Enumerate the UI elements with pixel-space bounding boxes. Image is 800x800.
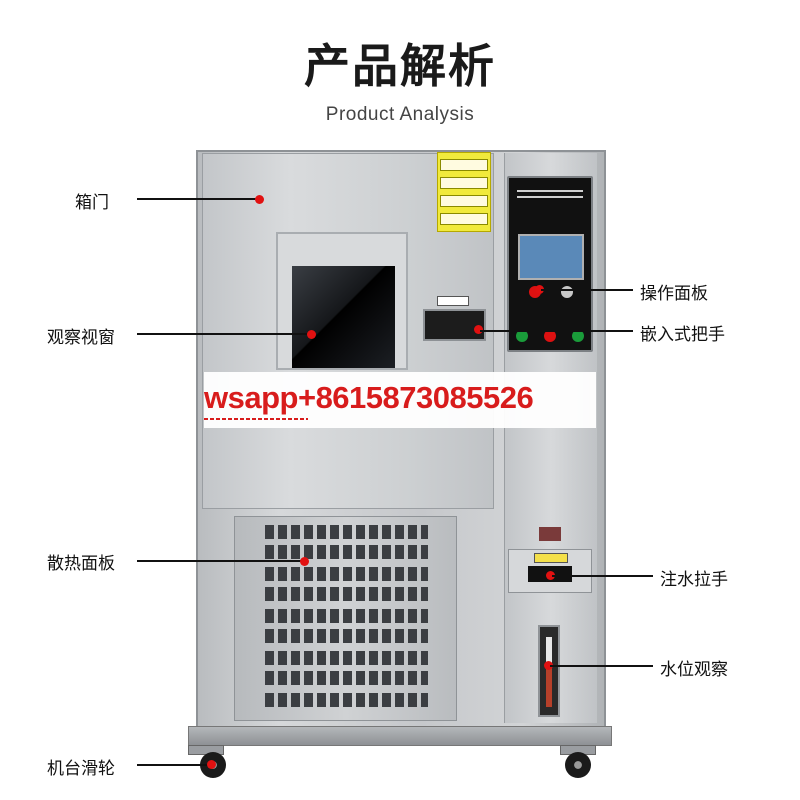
callout-marker-door — [255, 195, 264, 204]
callout-line-heat-panel — [137, 560, 303, 562]
callout-line-water-fill — [552, 575, 653, 577]
water-level-fill — [546, 668, 552, 707]
control-panel — [507, 176, 593, 352]
caster-wheel-right — [565, 752, 591, 778]
touch-screen — [518, 234, 584, 280]
callout-line-door — [137, 198, 258, 200]
callout-marker-heat-panel — [300, 557, 309, 566]
callout-marker-control-panel — [535, 285, 544, 294]
start-button-icon — [516, 330, 528, 342]
callout-marker-water-level — [544, 661, 553, 670]
handle-tag — [437, 296, 469, 306]
warning-label — [437, 152, 491, 232]
stop-button-icon — [544, 330, 556, 342]
callout-line-handle — [480, 330, 633, 332]
callout-label-handle: 嵌入式把手 — [640, 325, 725, 345]
watermark-text: wsapp+8615873085526 — [204, 380, 534, 415]
callout-line-casters — [137, 764, 210, 766]
callout-marker-water-fill — [546, 571, 555, 580]
viewing-window-glass — [292, 266, 395, 368]
page-subtitle: Product Analysis — [325, 104, 475, 125]
callout-label-water-level: 水位观察 — [660, 660, 728, 680]
callout-label-casters: 机台滑轮 — [47, 759, 115, 779]
callout-marker-casters — [207, 760, 216, 769]
callout-label-water-fill: 注水拉手 — [660, 570, 728, 590]
water-level-gauge — [538, 625, 560, 717]
callout-marker-window — [307, 330, 316, 339]
watermark-underline — [204, 418, 308, 420]
reset-button-icon — [572, 330, 584, 342]
callout-line-control-panel — [541, 289, 633, 291]
heat-dissipation-panel — [234, 516, 457, 721]
callout-label-door: 箱门 — [75, 193, 109, 213]
cabinet-base — [188, 726, 612, 746]
callout-label-heat-panel: 散热面板 — [47, 554, 115, 574]
callout-label-window: 观察视窗 — [47, 328, 115, 348]
callout-marker-handle — [474, 325, 483, 334]
brand-logo — [539, 527, 561, 541]
water-fill-tag — [534, 553, 568, 563]
control-panel-nameplate — [509, 186, 591, 206]
page-title: 产品解析 — [304, 39, 496, 93]
callout-line-water-level — [550, 665, 653, 667]
callout-label-control-panel: 操作面板 — [640, 284, 708, 304]
callout-line-window — [137, 333, 310, 335]
switch-icon — [561, 286, 573, 298]
